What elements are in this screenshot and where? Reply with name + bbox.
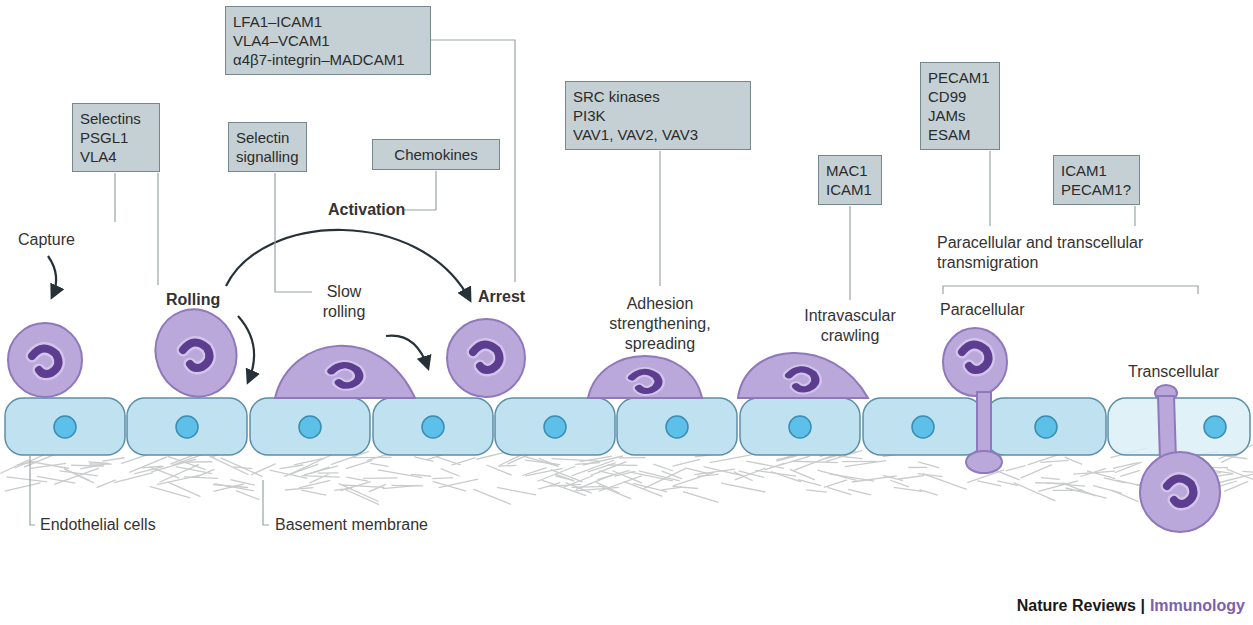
factor-text: ICAM1	[1061, 161, 1132, 180]
factor-text: α4β7-integrin–MADCAM1	[233, 50, 423, 69]
factor-text: ICAM1	[826, 180, 874, 199]
stage-label: Capture	[18, 230, 75, 250]
factor-box: SelectinsPSGL1VLA4	[72, 103, 160, 172]
stage-label: Arrest	[478, 287, 525, 307]
factor-text: VLA4–VCAM1	[233, 31, 423, 50]
factor-text: VLA4	[80, 147, 152, 166]
factor-text: SRC kinases	[573, 87, 743, 106]
stage-label: Rolling	[166, 290, 220, 310]
leukocytes	[8, 298, 1220, 532]
factor-text: VAV1, VAV2, VAV3	[573, 125, 743, 144]
stage-label: Adhesion strengthening, spreading	[595, 294, 725, 354]
factor-text: MAC1	[826, 161, 874, 180]
label-holder: Slow rolling	[309, 282, 379, 322]
credit-text: Nature Reviews |	[1017, 596, 1145, 616]
factor-box: LFA1–ICAM1VLA4–VCAM1α4β7-integrin–MADCAM…	[225, 6, 431, 75]
factor-box: MAC1ICAM1	[818, 155, 882, 205]
factor-text: PI3K	[573, 106, 743, 125]
stage-label: Transcellular	[1128, 362, 1219, 382]
factor-text: CD99	[928, 87, 992, 106]
leader-lines	[30, 40, 1198, 525]
stage-label: Activation	[328, 200, 405, 220]
label-holder: Transcellular	[1128, 362, 1219, 382]
factor-text: Selectin signalling	[236, 128, 299, 166]
endothelium	[5, 398, 1250, 455]
stage-label: Slow rolling	[309, 282, 379, 322]
factor-box: Chemokines	[372, 139, 500, 170]
nuclei	[32, 342, 1194, 504]
label-holder: Adhesion strengthening, spreading	[595, 294, 725, 354]
factor-text: PECAM1?	[1061, 180, 1132, 199]
label-holder: Activation	[328, 200, 405, 220]
motion-arrows	[48, 230, 470, 382]
stage-label: Paracellular	[940, 300, 1024, 320]
factor-text: JAMs	[928, 106, 992, 125]
label-holder: Intravascular crawling	[790, 306, 910, 346]
factor-text: Selectins	[80, 109, 152, 128]
label-holder: Basement membrane	[275, 515, 428, 535]
factor-box: PECAM1CD99JAMsESAM	[920, 62, 1000, 150]
journal-credit: Nature Reviews |Immunology	[1017, 596, 1245, 616]
stage-label: Paracellular and transcellular transmigr…	[937, 233, 1205, 273]
label-holder: Rolling	[166, 290, 220, 310]
credit-text: Immunology	[1150, 596, 1245, 616]
factor-box: ICAM1PECAM1?	[1053, 155, 1140, 205]
label-holder: Endothelial cells	[40, 515, 156, 535]
factor-text: PSGL1	[80, 128, 152, 147]
factor-text: PECAM1	[928, 68, 992, 87]
factor-text: ESAM	[928, 125, 992, 144]
label-holder: Paracellular and transcellular transmigr…	[937, 233, 1205, 273]
factor-box: Selectin signalling	[228, 122, 307, 172]
stage-label: Basement membrane	[275, 515, 428, 535]
factor-box: SRC kinasesPI3KVAV1, VAV2, VAV3	[565, 81, 751, 150]
factor-text: Chemokines	[380, 145, 492, 164]
stage-label: Endothelial cells	[40, 515, 156, 535]
factor-text: LFA1–ICAM1	[233, 12, 423, 31]
label-holder: Paracellular	[940, 300, 1024, 320]
label-holder: Capture	[18, 230, 75, 250]
stage-label: Intravascular crawling	[790, 306, 910, 346]
label-holder: Arrest	[478, 287, 525, 307]
